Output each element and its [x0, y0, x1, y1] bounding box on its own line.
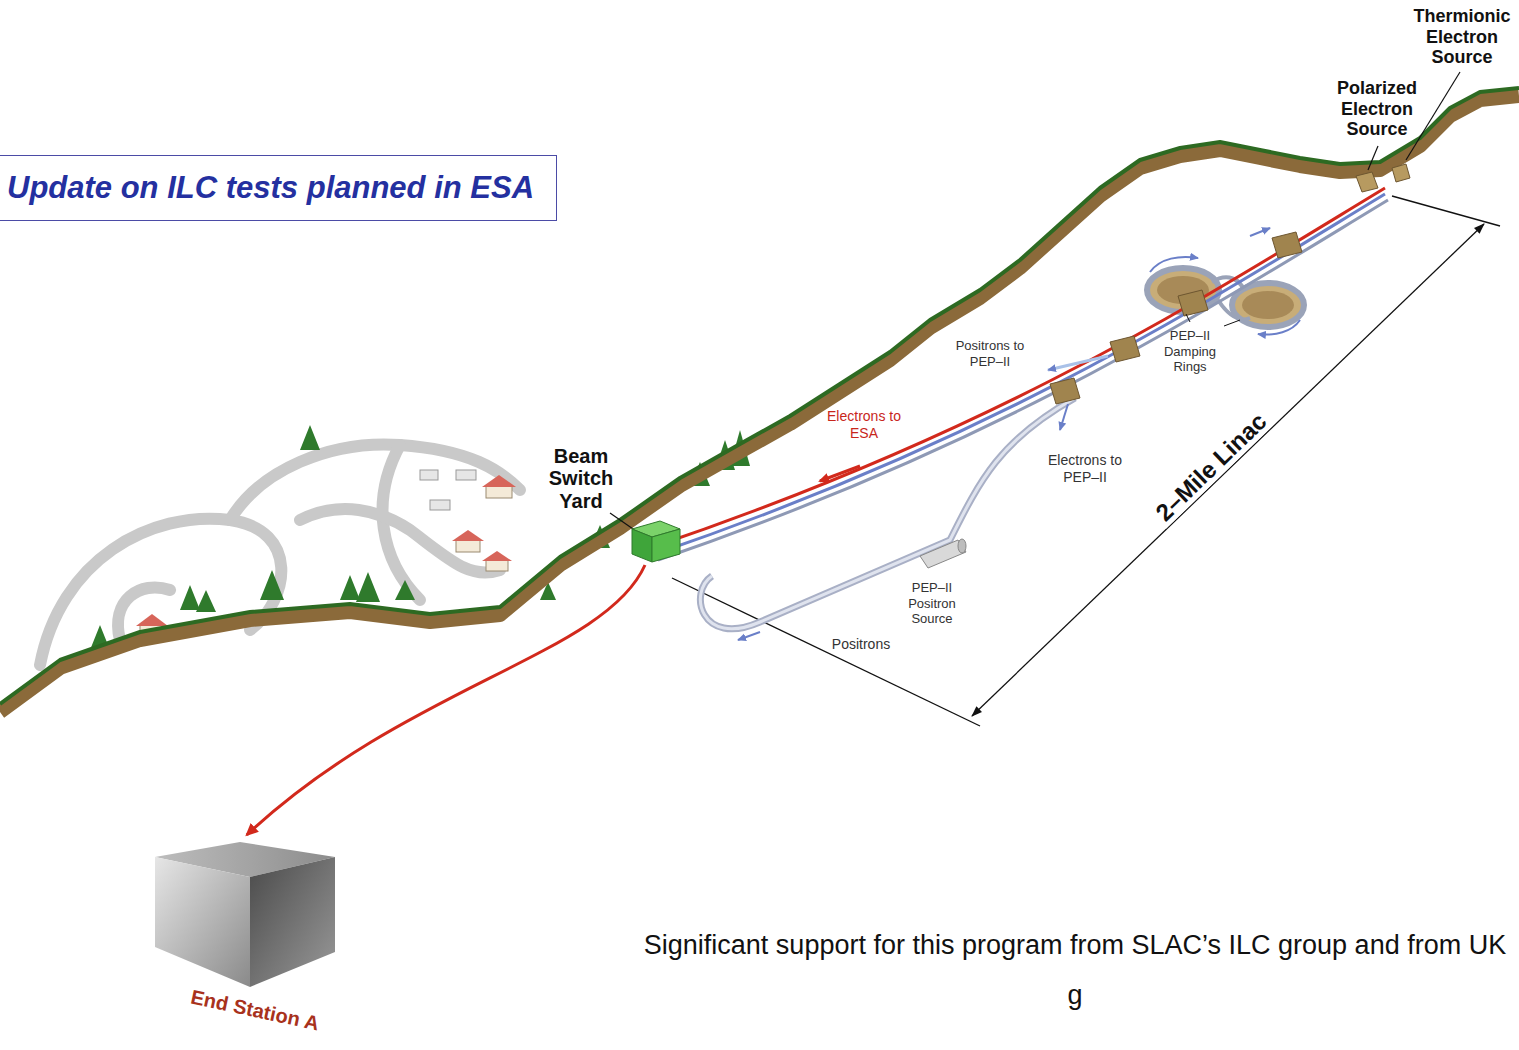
site-label: Electrons to PEP–II — [1040, 452, 1130, 486]
beam-line — [247, 565, 645, 835]
site-label: PEP–II Positron Source — [890, 580, 974, 627]
site-label: Thermionic Electron Source — [1408, 6, 1516, 68]
title-box: Update on ILC tests planned in ESA — [0, 155, 557, 221]
switch-yard: Beam Switch Yard — [540, 445, 690, 565]
site-label: Electrons to ESA — [826, 408, 902, 442]
site-label: Positrons to PEP–II — [942, 338, 1038, 369]
site-label: Positrons — [818, 636, 904, 653]
caption-text: Significant support for this program fro… — [640, 920, 1510, 1020]
site-label: Polarized Electron Source — [1322, 78, 1432, 140]
title-text: Update on ILC tests planned in ESA — [7, 168, 534, 208]
site-label: 2–Mile Linac — [1148, 405, 1275, 529]
node-label: Beam Switch Yard — [540, 445, 622, 512]
end-station: End Station A — [150, 835, 365, 1045]
site-label: PEP–II Damping Rings — [1150, 328, 1230, 375]
node-label: End Station A — [160, 979, 350, 1040]
